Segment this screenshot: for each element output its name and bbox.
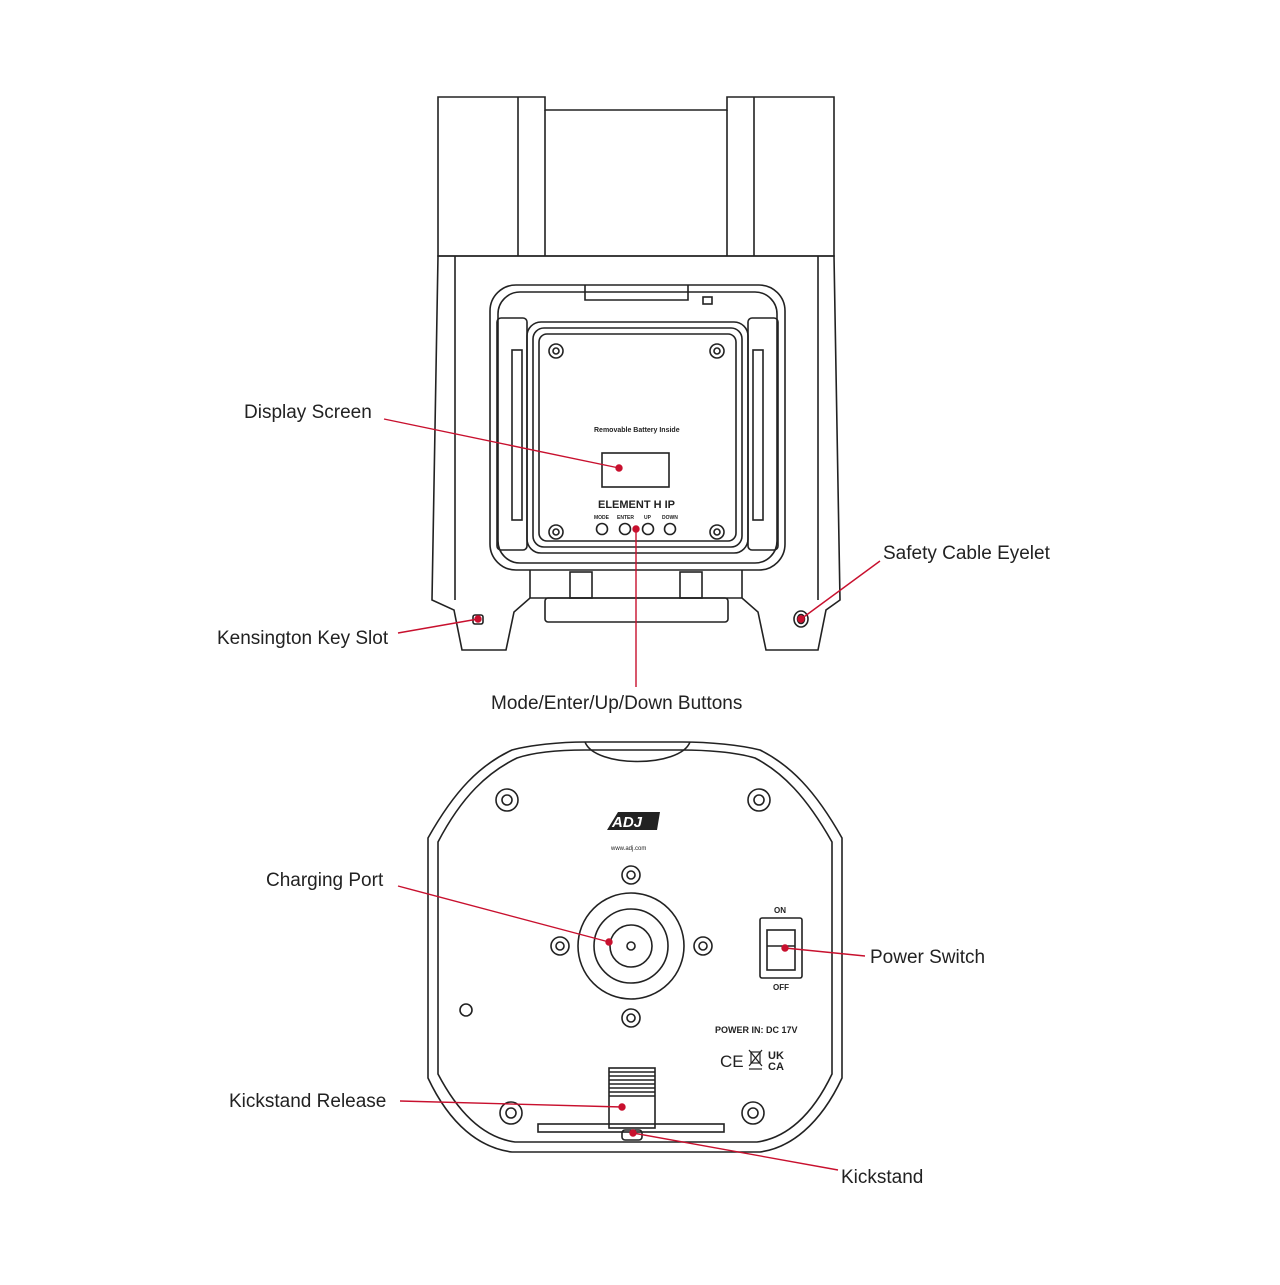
- weee-icon: [748, 1049, 763, 1070]
- callout-kensington-key-slot: Kensington Key Slot: [217, 628, 389, 649]
- svg-text:ADJ: ADJ: [611, 814, 643, 831]
- label-enter: ENTER: [617, 515, 634, 521]
- enter-button: [618, 522, 632, 536]
- fixture-upper-housing: [437, 96, 835, 257]
- label-up: UP: [644, 515, 652, 521]
- power-in-label: POWER IN: DC 17V: [715, 1025, 798, 1035]
- label-down: DOWN: [662, 515, 678, 521]
- safety-eyelet: [793, 610, 809, 628]
- battery-text: Removable Battery Inside: [594, 427, 680, 434]
- callout-safety-cable-eyelet: Safety Cable Eyelet: [883, 543, 1050, 564]
- callout-display-screen: Display Screen: [244, 402, 372, 423]
- adj-logo: ADJ www.adj.com: [607, 812, 660, 852]
- callout-buttons: Mode/Enter/Up/Down Buttons: [491, 693, 743, 714]
- up-button: [641, 522, 655, 536]
- svg-text:www.adj.com: www.adj.com: [610, 846, 646, 852]
- callout-charging-port: Charging Port: [266, 870, 384, 891]
- power-switch: [759, 917, 803, 979]
- base-housing: [427, 741, 843, 1153]
- ukca-mark-ca: CA: [768, 1061, 784, 1073]
- back-panel-frame: [489, 284, 786, 571]
- down-button: [663, 522, 677, 536]
- charging-port: [577, 892, 685, 1000]
- mode-button: [595, 522, 609, 536]
- callout-kickstand: Kickstand: [841, 1167, 924, 1188]
- model-name: ELEMENT H IP: [598, 499, 675, 511]
- switch-on-label: ON: [774, 906, 786, 915]
- kickstand-release: [608, 1067, 656, 1129]
- callout-power-switch: Power Switch: [870, 947, 986, 968]
- label-mode: MODE: [594, 515, 610, 521]
- leader-lines: [383, 418, 881, 1171]
- display-screen: [601, 452, 670, 488]
- callout-kickstand-release: Kickstand Release: [229, 1091, 387, 1112]
- battery-door: [526, 321, 749, 554]
- ce-mark: CE: [720, 1052, 744, 1071]
- ukca-mark-uk: UK: [768, 1050, 784, 1062]
- switch-off-label: OFF: [773, 983, 789, 992]
